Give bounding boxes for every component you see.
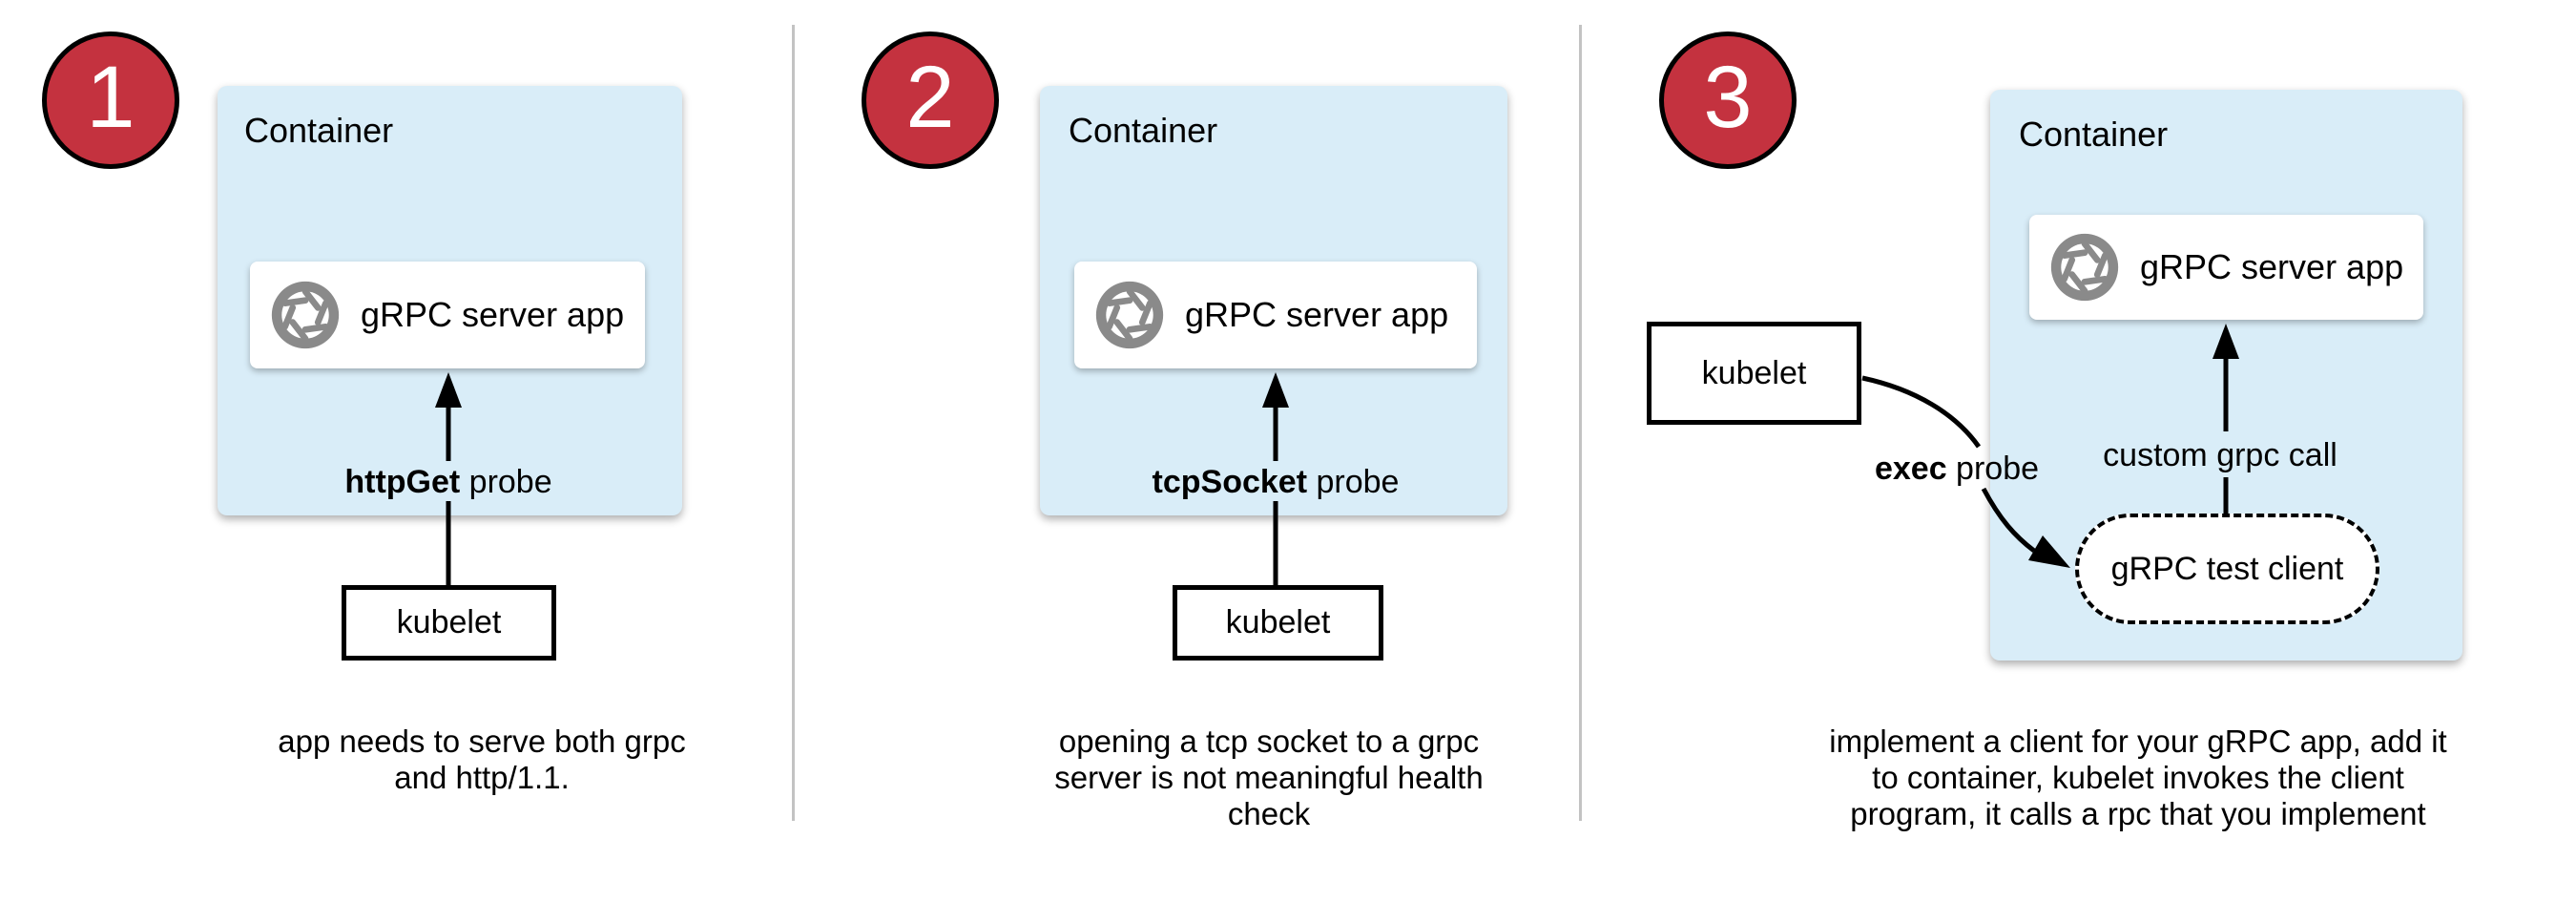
aperture-icon [269, 279, 342, 351]
grpc-server-app-box-3: gRPC server app [2029, 215, 2423, 320]
container-label-3: Container [2019, 115, 2169, 154]
panel-caption-1: app needs to serve both grpc and http/1.… [224, 724, 739, 796]
probe-type: tcpSocket [1152, 464, 1308, 500]
panel-caption-2: opening a tcp socket to a grpc server is… [1021, 724, 1517, 832]
probe-word: probe [1946, 451, 2040, 487]
caption-line: opening a tcp socket to a grpc [1058, 724, 1480, 759]
step-number: 1 [86, 49, 135, 146]
probe-word: probe [460, 464, 552, 500]
caption-line: server is not meaningful health [1054, 760, 1484, 795]
custom-grpc-call-label: custom grpc call [2103, 437, 2337, 473]
probe-type: httpGet [344, 464, 461, 500]
step-badge-2: 2 [862, 31, 999, 169]
caption-line: and http/1.1. [394, 760, 570, 795]
exec-probe-curve-upper [1861, 375, 1982, 449]
panel-caption-3: implement a client for your gRPC app, ad… [1804, 724, 2472, 832]
step-number: 2 [905, 49, 955, 146]
caption-line: app needs to serve both grpc [278, 724, 686, 759]
aperture-icon [1093, 279, 1166, 351]
step-badge-1: 1 [42, 31, 179, 169]
kubelet-box-1: kubelet [342, 585, 556, 661]
probe-label-2: tcpSocket probe [1066, 464, 1485, 501]
grpc-test-client-label: gRPC test client [2110, 550, 2344, 587]
grpc-server-app-label: gRPC server app [361, 295, 625, 334]
caption-line: check [1227, 796, 1311, 831]
grpc-server-app-label: gRPC server app [1185, 295, 1449, 334]
kubelet-box-3: kubelet [1647, 322, 1861, 425]
exec-probe-label: exec probe [1814, 451, 2100, 488]
caption-line: implement a client for your gRPC app, ad… [1829, 724, 2447, 759]
grpc-server-app-label: gRPC server app [2140, 247, 2404, 286]
grpc-server-app-box-1: gRPC server app [250, 262, 645, 368]
kubelet-box-2: kubelet [1173, 585, 1383, 661]
grpc-test-client-box: gRPC test client [2075, 514, 2379, 624]
panel-divider-1 [792, 25, 795, 821]
aperture-icon [2048, 231, 2121, 304]
probe-word: probe [1307, 464, 1400, 500]
caption-line: to container, kubelet invokes the client [1872, 760, 2404, 795]
step-badge-3: 3 [1659, 31, 1797, 169]
caption-line: program, it calls a rpc that you impleme… [1850, 796, 2426, 831]
panel-divider-2 [1579, 25, 1582, 821]
container-label-1: Container [244, 111, 394, 150]
probe-type: exec [1874, 451, 1947, 487]
kubelet-label: kubelet [396, 604, 502, 640]
grpc-server-app-box-2: gRPC server app [1074, 262, 1477, 368]
kubelet-label: kubelet [1701, 354, 1807, 391]
step-number: 3 [1703, 49, 1753, 146]
probe-label-1: httpGet probe [239, 464, 658, 501]
kubelet-label: kubelet [1225, 604, 1331, 640]
container-label-2: Container [1069, 111, 1218, 150]
